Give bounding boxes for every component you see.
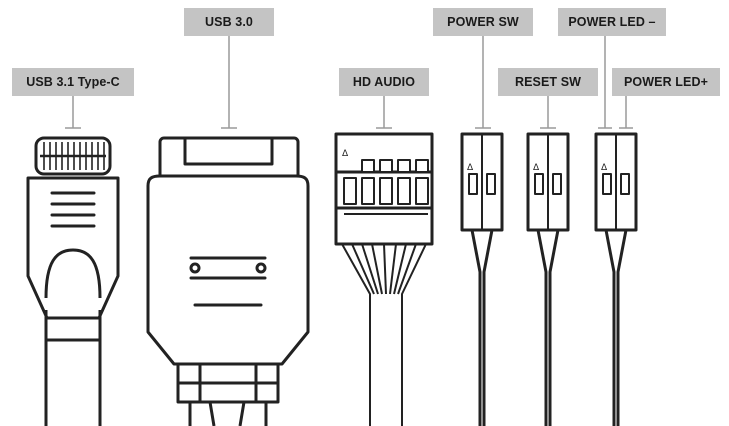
hd-audio-connector: [334, 132, 434, 426]
usb-3-0-connector: [146, 136, 310, 426]
leader-power-sw: [475, 36, 491, 129]
reset-sw-connector: [526, 132, 570, 426]
leader-hd-audio: [376, 96, 392, 129]
leader-lines: [65, 36, 633, 129]
pin-marker-power-led: Δ: [601, 163, 608, 173]
power-sw-connector: [460, 132, 504, 426]
label-usb-3-0: USB 3.0: [184, 8, 274, 36]
label-usb-3-1-type-c: USB 3.1 Type-C: [12, 68, 134, 96]
leader-usb-3-0: [221, 36, 237, 129]
label-power-sw: POWER SW: [433, 8, 533, 36]
label-power-led-plus: POWER LED+: [612, 68, 720, 96]
leader-usb-type-c: [65, 96, 81, 129]
leader-power-led-minus: [598, 36, 612, 129]
leader-power-led-plus: [619, 96, 633, 129]
usb-type-c-connector: [26, 136, 120, 426]
leader-reset-sw: [540, 96, 556, 129]
label-hd-audio: HD AUDIO: [339, 68, 429, 96]
pin-marker-power-sw: Δ: [467, 163, 474, 173]
pin-marker-reset-sw: Δ: [533, 163, 540, 173]
power-led-connector: [594, 132, 638, 426]
label-reset-sw: RESET SW: [498, 68, 598, 96]
pin-marker-hd-audio: Δ: [342, 149, 349, 159]
label-power-led-minus: POWER LED –: [558, 8, 666, 36]
